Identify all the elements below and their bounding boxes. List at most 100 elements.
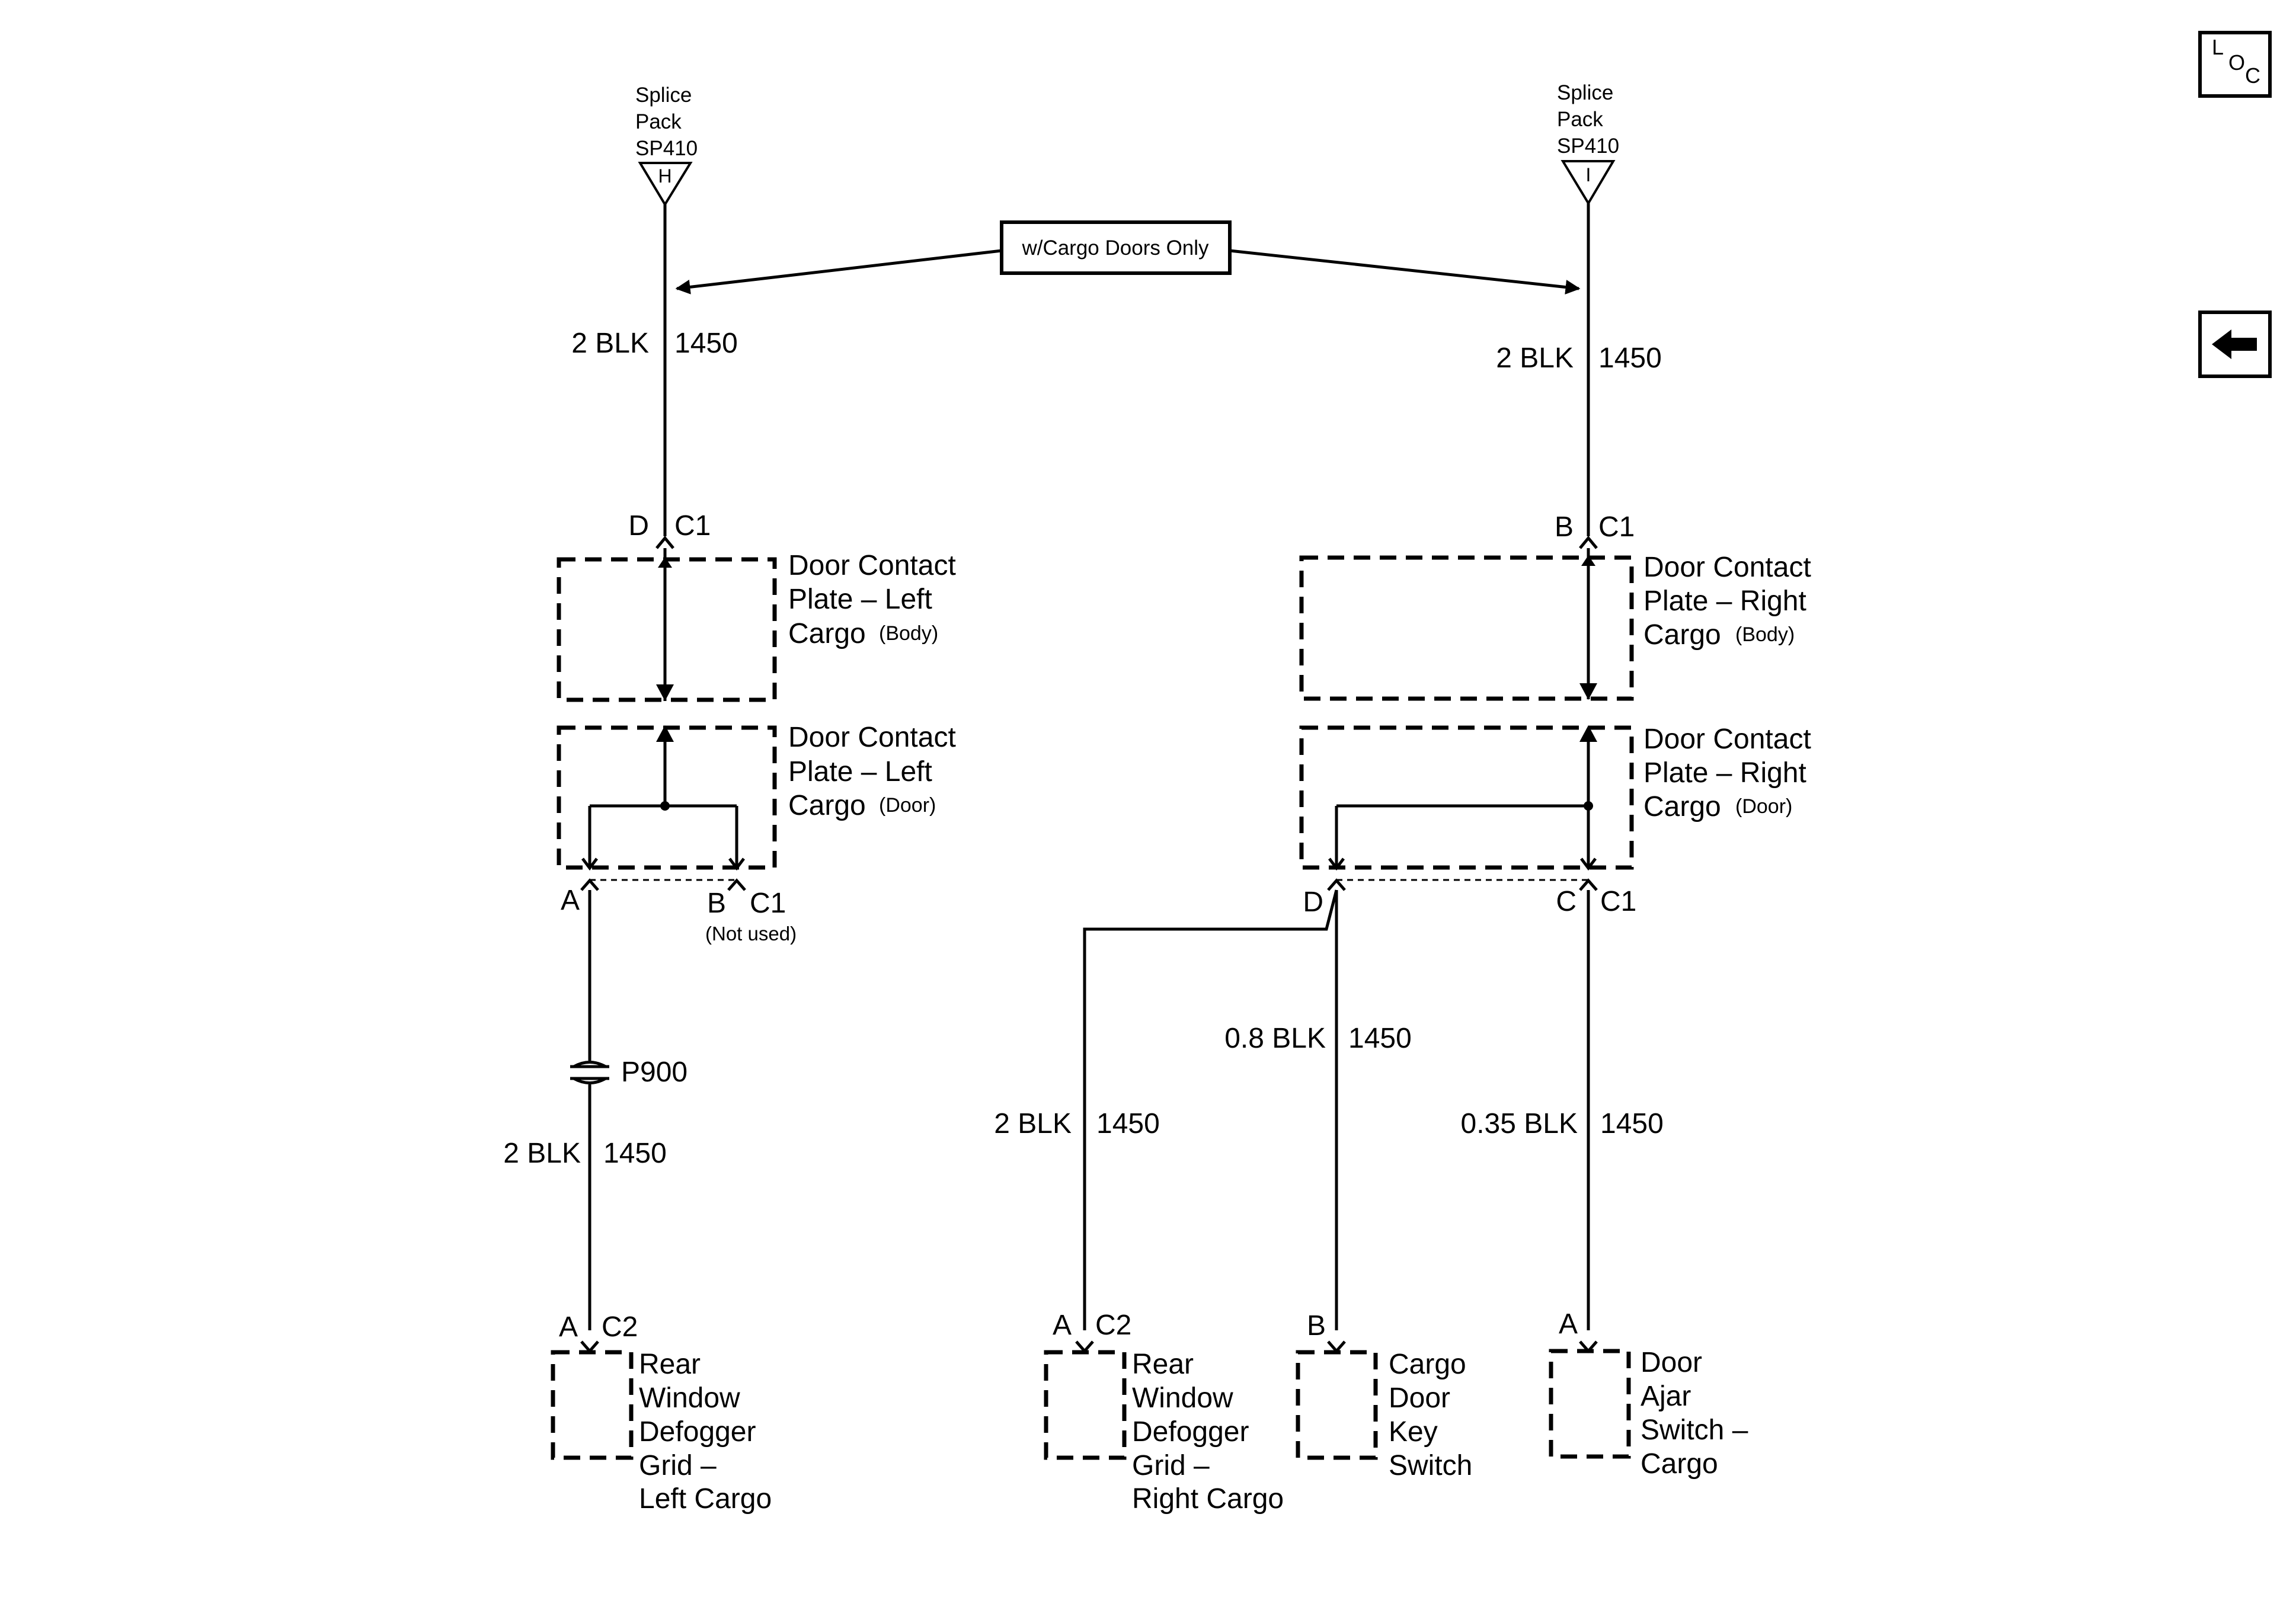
left-door-line2: Plate – Left: [788, 756, 932, 788]
inline-connector-p900: P900: [570, 1057, 687, 1088]
key-switch-line1: Cargo: [1389, 1349, 1466, 1380]
splice-left-line2: Pack: [635, 110, 682, 133]
wire-key-switch: 0.8 BLK 1450: [1224, 890, 1412, 1330]
right-body-line2: Plate – Right: [1643, 585, 1806, 617]
right-grid-pin: A: [1053, 1310, 1072, 1341]
wire-right-top-gauge: 2 BLK: [1496, 343, 1574, 374]
left-grid-pin: A: [559, 1311, 578, 1343]
loc-letter-o: O: [2228, 50, 2245, 75]
wire-right-top: 2 BLK 1450: [1496, 203, 1662, 536]
splice-right-line3: SP410: [1557, 135, 1619, 158]
door-ajar-switch-cargo: A Door Ajar Switch – Cargo: [1549, 1308, 1748, 1480]
right-grid-line3: Defogger: [1132, 1416, 1249, 1448]
door-ajar-line4: Cargo: [1641, 1448, 1718, 1480]
left-door-line3: Cargo: [788, 790, 866, 821]
splice-right-line1: Splice: [1557, 81, 1613, 104]
wire-door-ajar-circuit: 1450: [1600, 1108, 1664, 1140]
left-door-note: (Not used): [705, 923, 797, 945]
left-door-pin-a: A: [561, 885, 580, 916]
splice-left-triangle: [638, 162, 693, 207]
wire-door-ajar: 0.35 BLK 1450: [1461, 890, 1664, 1330]
wire-right-grid: 2 BLK 1450: [994, 889, 1338, 1330]
splice-right-pin: I: [1586, 164, 1591, 185]
door-ajar-line1: Door: [1641, 1347, 1702, 1378]
left-grid-conn: C2: [602, 1311, 638, 1343]
door-contact-plate-left-door: Door Contact Plate – Left Cargo (Door): [557, 722, 956, 871]
right-door-pin-d: D: [1303, 886, 1323, 918]
splice-pack-left: Splice Pack SP410 H: [635, 84, 698, 207]
right-grid-line5: Right Cargo: [1132, 1483, 1284, 1515]
left-grid-line1: Rear: [639, 1349, 701, 1380]
door-contact-plate-right-body: Door Contact Plate – Right Cargo (Body): [1299, 548, 1811, 701]
left-door-qualifier: (Door): [879, 794, 936, 817]
right-body-line3: Cargo: [1643, 619, 1721, 651]
wire-left-top-circuit: 1450: [674, 328, 738, 359]
right-door-pin-c: C: [1556, 886, 1576, 917]
right-grid-conn: C2: [1095, 1310, 1131, 1341]
back-button[interactable]: [2198, 311, 2272, 378]
key-switch-pin: B: [1307, 1310, 1326, 1342]
left-grid-line5: Left Cargo: [639, 1483, 772, 1515]
left-body-conn: C1: [674, 510, 711, 542]
wire-left-bottom-circuit: 1450: [603, 1138, 667, 1169]
left-grid-line4: Grid –: [639, 1450, 717, 1481]
connector-left-body-c1: D C1: [628, 510, 711, 549]
loc-letter-l: L: [2212, 35, 2224, 59]
rear-window-defogger-grid-left: A C2 Rear Window Defogger Grid – Left Ca…: [551, 1311, 772, 1515]
rear-window-defogger-grid-right: A C2 Rear Window Defogger Grid – Right C…: [1044, 1310, 1284, 1515]
wire-door-ajar-gauge: 0.35 BLK: [1461, 1108, 1578, 1140]
right-door-line1: Door Contact: [1643, 724, 1811, 755]
right-grid-line2: Window: [1132, 1382, 1233, 1414]
left-door-conn: C1: [750, 888, 786, 919]
wire-right-grid-gauge: 2 BLK: [994, 1108, 1072, 1140]
right-door-conn: C1: [1600, 886, 1636, 917]
door-ajar-pin: A: [1559, 1308, 1578, 1340]
wire-right-top-circuit: 1450: [1598, 343, 1662, 374]
left-grid-line3: Defogger: [639, 1416, 756, 1448]
left-body-pin: D: [628, 510, 649, 542]
left-door-pin-b: B: [707, 888, 726, 919]
right-grid-line1: Rear: [1132, 1349, 1194, 1380]
wire-key-switch-circuit: 1450: [1348, 1023, 1412, 1054]
splice-right-triangle: [1560, 160, 1616, 206]
door-contact-plate-right-door: Door Contact Plate – Right Cargo (Door): [1299, 724, 1811, 871]
cargo-doors-callout: w/Cargo Doors Only: [675, 220, 1581, 295]
right-grid-line4: Grid –: [1132, 1450, 1210, 1481]
wire-left-top: 2 BLK 1450: [571, 204, 738, 536]
connector-right-body-c1: B C1: [1555, 511, 1635, 549]
left-arrow-icon: [2212, 329, 2257, 359]
right-body-pin: B: [1555, 511, 1574, 543]
right-door-qualifier: (Door): [1735, 795, 1792, 818]
key-switch-line2: Door: [1389, 1382, 1450, 1414]
left-body-line3: Cargo: [788, 618, 866, 649]
door-ajar-line2: Ajar: [1641, 1381, 1691, 1412]
door-contact-plate-left-body: Door Contact Plate – Left Cargo (Body): [557, 548, 956, 702]
right-door-line3: Cargo: [1643, 791, 1721, 822]
splice-left-pin: H: [658, 165, 671, 187]
splice-right-line2: Pack: [1557, 108, 1603, 131]
connector-right-door-c1: D C C1: [1303, 878, 1636, 918]
left-body-qualifier: (Body): [879, 622, 938, 645]
right-body-conn: C1: [1598, 511, 1635, 543]
splice-left-line1: Splice: [635, 84, 692, 107]
left-body-line1: Door Contact: [788, 550, 956, 581]
p900-label: P900: [621, 1057, 687, 1088]
door-ajar-line3: Switch –: [1641, 1414, 1748, 1446]
wire-left-bottom-gauge: 2 BLK: [503, 1138, 581, 1169]
left-door-line1: Door Contact: [788, 722, 956, 753]
key-switch-line4: Switch: [1389, 1450, 1472, 1481]
wire-key-switch-gauge: 0.8 BLK: [1224, 1023, 1326, 1054]
location-view-button[interactable]: L O C: [2198, 31, 2272, 98]
splice-pack-right: Splice Pack SP410 I: [1557, 81, 1619, 206]
right-door-line2: Plate – Right: [1643, 757, 1806, 789]
loc-letter-c: C: [2245, 63, 2260, 88]
right-body-qualifier: (Body): [1735, 623, 1795, 646]
wire-right-grid-circuit: 1450: [1096, 1108, 1160, 1140]
left-grid-line2: Window: [639, 1382, 740, 1414]
connector-left-door-c1: A B C1 (Not used): [561, 878, 797, 945]
left-body-line2: Plate – Left: [788, 584, 932, 615]
cargo-door-key-switch: B Cargo Door Key Switch: [1296, 1310, 1472, 1481]
key-switch-line3: Key: [1389, 1416, 1438, 1448]
wire-left-top-gauge: 2 BLK: [571, 328, 649, 359]
right-body-line1: Door Contact: [1643, 552, 1811, 583]
